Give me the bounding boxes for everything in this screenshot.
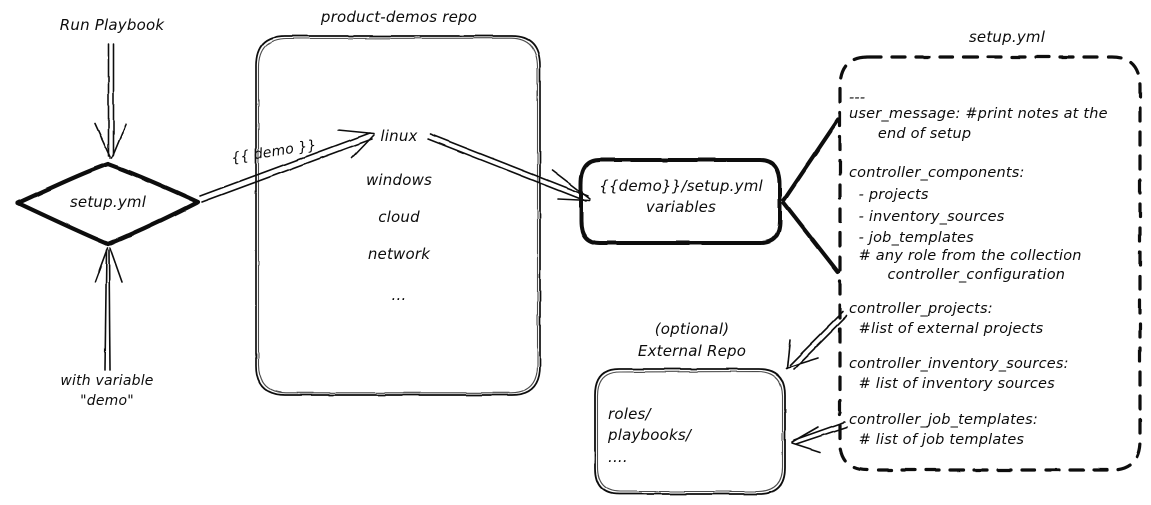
product-demos-repo-title: product-demos repo: [320, 8, 478, 26]
demo-setup-variables-line1: {{demo}}/setup.yml: [599, 177, 763, 195]
setup-panel-line-11: controller_projects:: [849, 301, 993, 317]
linux-to-variables-arrow: [427, 133, 591, 202]
repo-item-cloud[interactable]: cloud: [378, 208, 420, 226]
setup-panel-line-8: # any role from the collection: [849, 248, 1082, 264]
repo-item-windows[interactable]: windows: [365, 171, 433, 189]
repo-item-ellipsis: ...: [391, 286, 407, 304]
demo-setup-variables-line2: variables: [645, 198, 717, 216]
setup-panel-line-1: user_message: #print notes at the: [849, 106, 1108, 122]
run-playbook-label: Run Playbook: [59, 16, 165, 34]
setup-panel-line-0: ---: [849, 90, 866, 106]
external-repo-title-line2: External Repo: [637, 342, 747, 360]
external-repo-title-line1: (optional): [654, 320, 730, 338]
external-repo-item-roles[interactable]: roles/: [608, 405, 651, 423]
controller-job-templates-arrow: [791, 421, 848, 453]
setup-panel-line-18: # list of job templates: [849, 432, 1025, 448]
setup-panel-line-15: # list of inventory sources: [849, 376, 1055, 392]
setup-panel-line-17: controller_job_templates:: [849, 412, 1038, 428]
external-repo-item-playbooks[interactable]: playbooks/: [608, 426, 692, 444]
setup-panel-line-5: - projects: [849, 187, 929, 203]
setup-panel-line-6: - inventory_sources: [849, 209, 1005, 225]
with-variable-label-line2: "demo": [80, 393, 134, 409]
setup-panel-line-4: controller_components:: [849, 165, 1025, 181]
controller-projects-arrow: [785, 311, 848, 370]
setup-panel-line-14: controller_inventory_sources:: [849, 356, 1069, 372]
run-playbook-arrow: [94, 43, 127, 159]
external-repo-item-ellipsis: ....: [608, 448, 628, 466]
setup-panel-line-9: controller_configuration: [849, 267, 1066, 283]
setup-panel-title: setup.yml: [968, 28, 1046, 46]
demo-variable-edge-label: {{ demo }}: [230, 137, 318, 167]
repo-item-network[interactable]: network: [367, 245, 431, 263]
setup-panel-line-2: end of setup: [849, 126, 972, 142]
repo-item-linux[interactable]: linux: [380, 127, 418, 145]
setup-yml-node-label: setup.yml: [69, 193, 147, 211]
with-variable-label-line1: with variable: [60, 373, 154, 389]
setup-panel-to-variables-connector: [782, 118, 840, 274]
with-variable-arrow: [94, 247, 123, 371]
setup-panel-line-7: - job_templates: [849, 230, 974, 246]
setup-panel-line-12: #list of external projects: [849, 321, 1044, 337]
